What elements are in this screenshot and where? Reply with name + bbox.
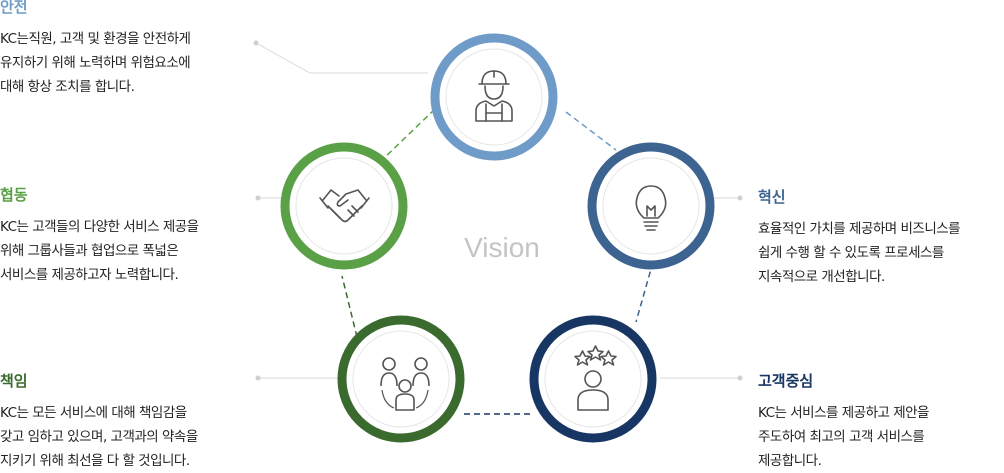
value-desc-customer: KC는 서비스를 제공하고 제안을 주도하여 최고의 고객 서비스를 제공합니다… <box>758 405 929 469</box>
pointer-dot-cooperation <box>255 195 261 201</box>
pointer-lines <box>253 40 743 381</box>
value-title-cooperation: 협동 <box>0 186 28 204</box>
handshake-icon <box>319 189 370 223</box>
team-people-icon <box>380 357 430 411</box>
light-bulb-icon <box>635 185 667 231</box>
value-desc-cooperation: KC는 고객들의 다양한 서비스 제공을 위해 그룹사들과 협업으로 폭넓은 서… <box>0 219 199 283</box>
pentagon-connectors <box>341 107 654 415</box>
circle-safety <box>430 33 558 161</box>
connector-safety-innovation <box>565 111 617 151</box>
worker-helmet-icon <box>475 70 513 122</box>
value-title-responsibility: 책임 <box>0 372 28 390</box>
value-title-safety: 안전 <box>0 0 28 16</box>
value-block-cooperation: 협동 KC는 고객들의 다양한 서비스 제공을 위해 그룹사들과 협업으로 폭넓… <box>0 184 250 287</box>
pointer-safety <box>255 42 428 74</box>
circle-innovation <box>587 142 715 270</box>
value-desc-responsibility: KC는 모든 서비스에 대해 책임감을 갖고 임하고 있으며, 고객과의 약속을… <box>0 405 198 469</box>
value-block-responsibility: 책임 KC는 모든 서비스에 대해 책임감을 갖고 임하고 있으며, 고객과의 … <box>0 370 250 473</box>
pointer-dot-safety <box>253 40 259 46</box>
value-title-innovation: 혁신 <box>758 188 786 206</box>
pointer-dot-responsibility <box>255 375 261 381</box>
pointer-dot-innovation <box>737 195 743 201</box>
value-title-customer: 고객중심 <box>758 372 814 390</box>
connector-innovation-customer <box>635 261 654 323</box>
value-block-safety: 안전 KC는직원, 고객 및 환경을 안전하게 유지하기 위해 노력하며 위험요… <box>0 0 250 99</box>
person-stars-icon <box>574 345 617 411</box>
circle-customer <box>529 315 657 443</box>
center-vision-label: Vision <box>464 232 540 263</box>
value-block-innovation: 혁신 효율적인 가치를 제공하며 비즈니스를 쉽게 수행 할 수 있도록 프로세… <box>758 186 1004 289</box>
value-desc-safety: KC는직원, 고객 및 환경을 안전하게 유지하기 위해 노력하며 위험요소에 … <box>0 31 191 95</box>
value-block-customer: 고객중심 KC는 서비스를 제공하고 제안을 주도하여 최고의 고객 서비스를 … <box>758 370 1004 473</box>
pointer-dot-customer <box>737 375 743 381</box>
connector-responsibility-cooperation <box>341 275 358 338</box>
circle-responsibility <box>337 315 465 443</box>
value-desc-innovation: 효율적인 가치를 제공하며 비즈니스를 쉽게 수행 할 수 있도록 프로세스를 … <box>758 221 961 285</box>
connector-cooperation-safety <box>379 107 437 163</box>
circle-cooperation <box>280 142 408 270</box>
